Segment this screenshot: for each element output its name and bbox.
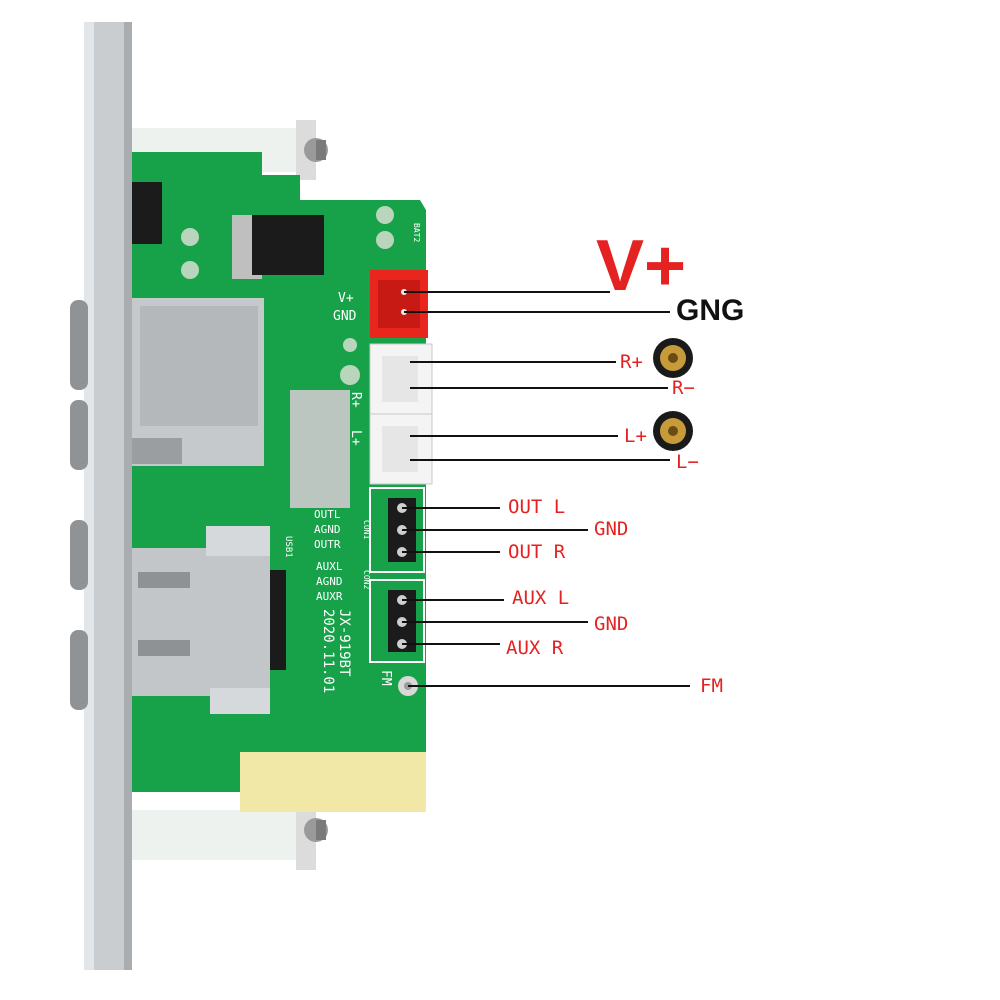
usb-port bbox=[132, 526, 286, 714]
silk-l-plus: L+ bbox=[348, 430, 363, 446]
label-r-plus: R+ bbox=[620, 351, 643, 373]
label-out-r: OUT R bbox=[508, 541, 566, 563]
silk-con1: CON1 bbox=[362, 520, 371, 539]
label-gnd-out: GND bbox=[594, 518, 629, 540]
silk-auxr: AUXR bbox=[316, 590, 343, 603]
silk-date: 2020.11.01 bbox=[320, 609, 336, 693]
label-l-plus: L+ bbox=[624, 425, 647, 447]
board-silkscreen: V+ GND R+ L+ OUTL AGND OUTR AUXL AGND AU… bbox=[283, 223, 421, 693]
silk-agnd-1: AGND bbox=[314, 523, 341, 536]
right-speaker-connector bbox=[369, 343, 433, 415]
power-connector bbox=[370, 270, 428, 338]
silk-outl: OUTL bbox=[314, 508, 341, 521]
label-aux-l: AUX L bbox=[512, 587, 570, 609]
antenna-area bbox=[240, 752, 426, 812]
front-panel bbox=[70, 22, 132, 970]
silk-vplus: V+ bbox=[338, 291, 354, 306]
silk-model: JX-919BT bbox=[336, 609, 352, 677]
left-speaker-connector bbox=[369, 413, 433, 485]
label-l-minus: L− bbox=[676, 451, 699, 473]
silk-r-plus: R+ bbox=[348, 392, 363, 408]
sd-card-slot bbox=[132, 298, 264, 466]
label-r-minus: R− bbox=[672, 377, 695, 399]
silk-fm: FM bbox=[378, 670, 393, 686]
leader-lines bbox=[402, 291, 690, 687]
label-vplus: V+ bbox=[596, 226, 687, 306]
silk-outr: OUTR bbox=[314, 538, 341, 551]
silk-auxl: AUXL bbox=[316, 560, 343, 573]
label-aux-r: AUX R bbox=[506, 637, 564, 659]
label-out-l: OUT L bbox=[508, 496, 566, 518]
silk-con2: CON2 bbox=[362, 570, 371, 589]
silk-agnd-2: AGND bbox=[316, 575, 343, 588]
label-gnd-aux: GND bbox=[594, 613, 629, 635]
silk-usb: USB1 bbox=[283, 536, 293, 558]
silk-bat: BAT2 bbox=[412, 223, 421, 242]
silk-gnd: GND bbox=[333, 309, 357, 324]
speaker-icon bbox=[653, 411, 693, 451]
label-gng: GNG bbox=[676, 294, 745, 327]
speaker-icon bbox=[653, 338, 693, 378]
label-fm: FM bbox=[700, 675, 723, 697]
mounting-bracket-bottom bbox=[132, 800, 328, 870]
